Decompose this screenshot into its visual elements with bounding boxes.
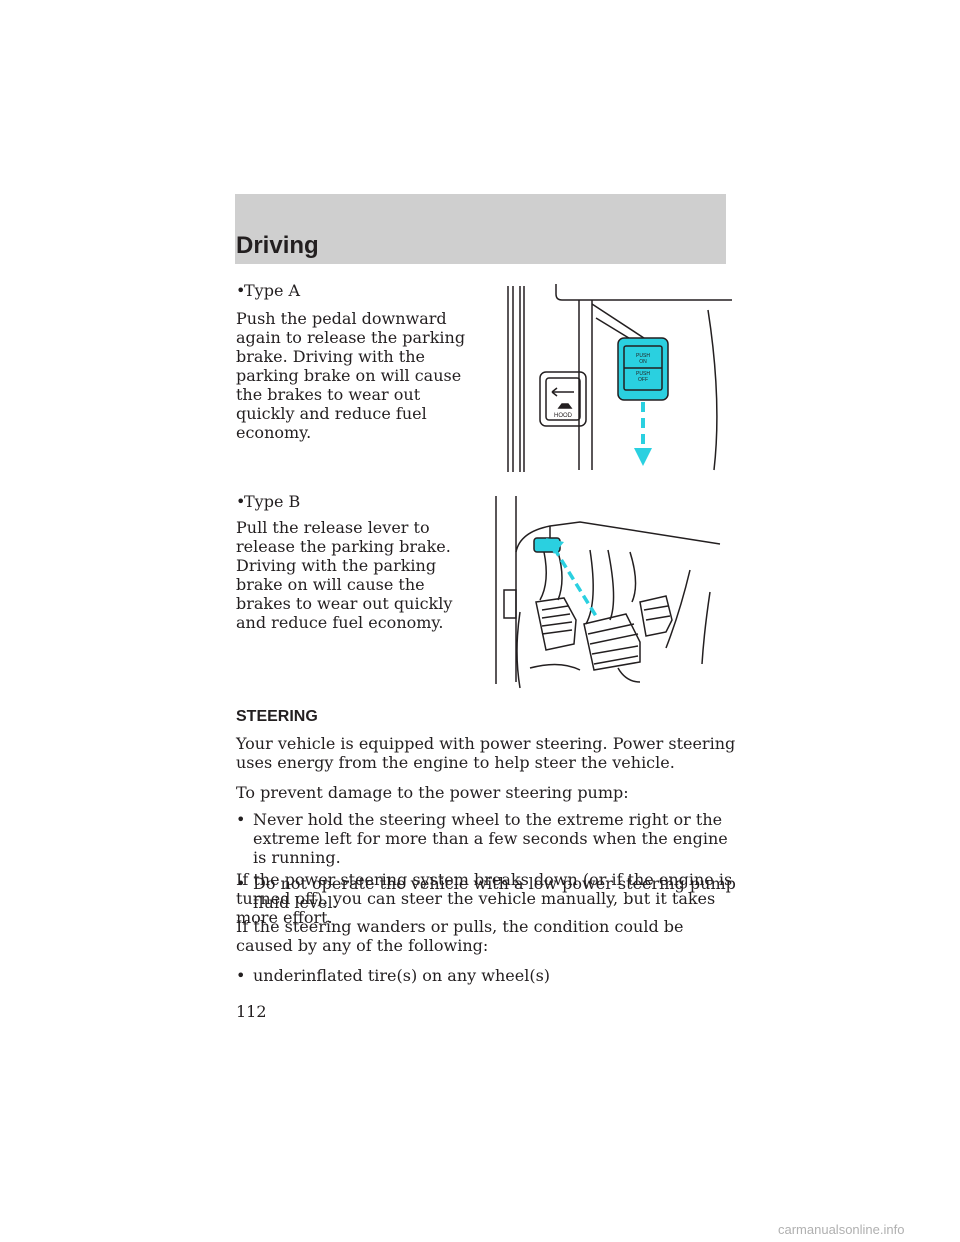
watermark-text: carmanualsonline.info [778,1222,905,1237]
steering-prevent-intro: To prevent damage to the power steering … [236,783,629,802]
section-header-band [235,194,726,264]
bullet-glyph: • [236,874,246,893]
page-number: 112 [236,1002,267,1021]
type-b-description: Pull the release lever to release the pa… [236,518,453,632]
steering-wander-intro: If the steering wanders or pulls, the co… [236,917,684,955]
type-a-description: Push the pedal downward again to release… [236,309,466,442]
pedal-label-on: ON [639,359,647,365]
pedal-label-push-1: PUSH [636,353,650,359]
pedal-label-off: OFF [638,377,648,383]
list-item: • Do not operate the vehicle with a low … [236,874,736,912]
steering-heading: STEERING [236,708,318,725]
steering-intro: Your vehicle is equipped with power stee… [236,734,736,772]
pull-arrow-icon [546,538,564,554]
bullet-glyph: • [236,281,246,300]
bullet-glyph: • [236,810,246,829]
hood-release-label: HOOD [554,413,573,419]
bullet-glyph: • [236,966,246,985]
steering-breakdown-text: If the power steering system breaks down… [236,870,733,927]
type-a-label: • Type A [236,281,301,300]
bullet-glyph: • [236,492,246,511]
steering-prevent-list: • Never hold the steering wheel to the e… [236,810,736,919]
list-item: • Never hold the steering wheel to the e… [236,810,728,867]
pedal-label-push-2: PUSH [636,371,650,377]
type-b-label: • Type B [236,492,301,511]
section-title: Driving [236,232,319,259]
list-item: • underinflated tire(s) on any wheel(s) [236,966,551,985]
steering-wander-list: • underinflated tire(s) on any wheel(s) [236,966,736,992]
parking-brake-release-lever-figure [495,496,721,689]
push-down-arrow-icon [634,448,652,466]
parking-brake-pedal-figure: HOOD PUSH ON PUSH OFF [507,284,732,472]
